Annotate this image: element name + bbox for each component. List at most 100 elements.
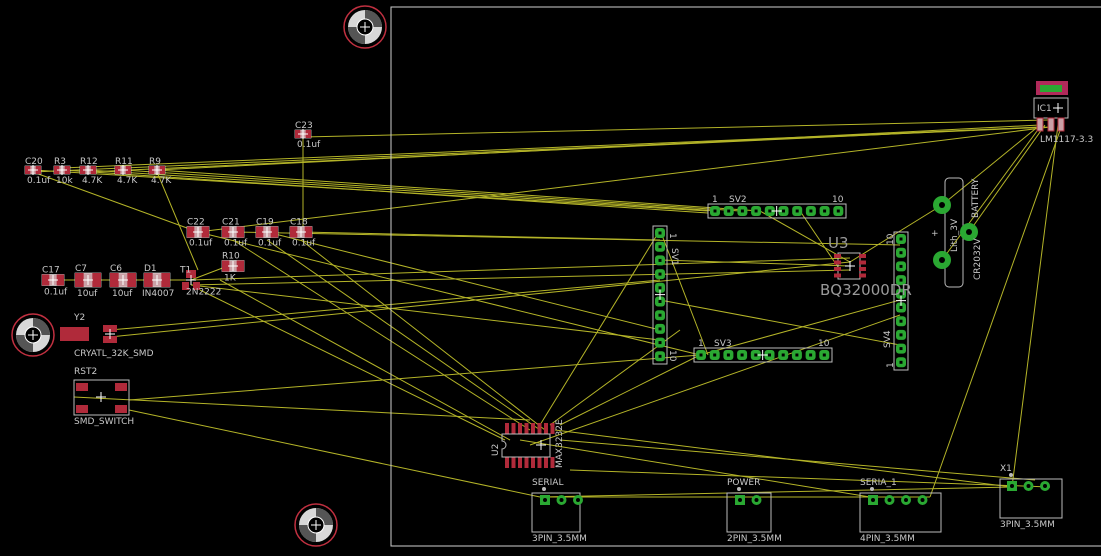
origin-cross-icon [655, 289, 665, 300]
part-value: 4PIN_3.5MM [860, 534, 915, 544]
part-name: R11 [115, 157, 133, 167]
origin-cross-icon [757, 350, 768, 360]
origin-cross-icon [311, 520, 321, 530]
airwire [190, 257, 851, 281]
part-value: 1K [224, 274, 237, 284]
mounting-hole-icon [294, 503, 338, 547]
pin-1-label: 1 [667, 233, 677, 239]
part-u2[interactable]: U2 MAX3232E [491, 419, 565, 468]
origin-cross-icon [152, 275, 162, 285]
mounting-hole-icon [343, 5, 387, 49]
part-name: SV2 [729, 195, 747, 205]
part-value: 0.1uf [292, 239, 316, 249]
airwire [941, 126, 1041, 261]
origin-cross-icon [228, 227, 238, 237]
part-name: D1 [144, 264, 157, 274]
part-r9[interactable]: R94.7K [148, 157, 172, 186]
part-value: CRYATL_32K_SMD [74, 349, 154, 359]
airwire [73, 396, 531, 421]
part-c19[interactable]: C19 0.1uf [255, 218, 282, 249]
part-name: T1 [179, 266, 191, 276]
part-value: 10uf [112, 289, 133, 299]
part-c18[interactable]: C18 0.1uf [289, 218, 316, 249]
origin-cross-icon [896, 295, 906, 306]
part-value: 10k [56, 176, 73, 186]
origin-cross-icon [845, 261, 855, 271]
part-name: SV4 [883, 330, 893, 348]
pin-10-label: 10 [667, 350, 677, 362]
airwire [266, 231, 661, 331]
part-name: C17 [42, 266, 60, 276]
origin-cross-icon [118, 275, 128, 285]
airwire [190, 284, 661, 341]
part-name: POWER [727, 478, 760, 488]
airwire [659, 229, 709, 356]
part-value: 0.1uf [297, 140, 321, 150]
part-name: RST2 [74, 367, 97, 377]
airwire [300, 239, 546, 431]
origin-cross-icon [152, 165, 162, 175]
part-name: C19 [256, 218, 274, 228]
part-value: 4.7K [151, 176, 172, 186]
airwire [122, 169, 741, 212]
pin-10-label: 10 [832, 195, 844, 205]
origin-cross-icon [771, 206, 782, 216]
part-name: C18 [290, 218, 308, 228]
airwire [219, 279, 511, 441]
airwire [759, 210, 851, 263]
mounting-hole-icon [11, 313, 55, 357]
part-name: U3 [828, 234, 849, 252]
airwire [232, 239, 531, 431]
airwire [519, 439, 871, 498]
airwire [529, 314, 901, 446]
origin-cross-icon [118, 165, 128, 175]
airwire [799, 210, 841, 271]
origin-cross-icon [83, 165, 93, 175]
origin-cross-icon [83, 275, 93, 285]
part-value: 3PIN_3.5MM [1000, 520, 1055, 530]
part-name: C20 [25, 157, 43, 167]
part-value: 2PIN_3.5MM [727, 534, 782, 544]
part-value: LM1117-3.3 [1040, 135, 1093, 145]
part-name: R10 [222, 252, 240, 262]
part-name: BATTERY [971, 178, 981, 218]
part-name: Y2 [73, 313, 85, 323]
part-r10[interactable]: R10 1K [221, 252, 245, 284]
pin-1-label: 1 [698, 339, 704, 349]
airwire [1011, 124, 1059, 488]
airwire [109, 279, 661, 331]
origin-cross-icon [96, 392, 106, 402]
part-value: MAX3232E [555, 419, 565, 468]
part-name: U2 [491, 444, 501, 456]
airwire [929, 124, 1063, 498]
connector-power[interactable]: POWER 2PIN_3.5MM [726, 478, 782, 544]
airwire [156, 171, 199, 271]
part-value: 0.1uf [258, 239, 282, 249]
origin-cross-icon [186, 275, 196, 285]
